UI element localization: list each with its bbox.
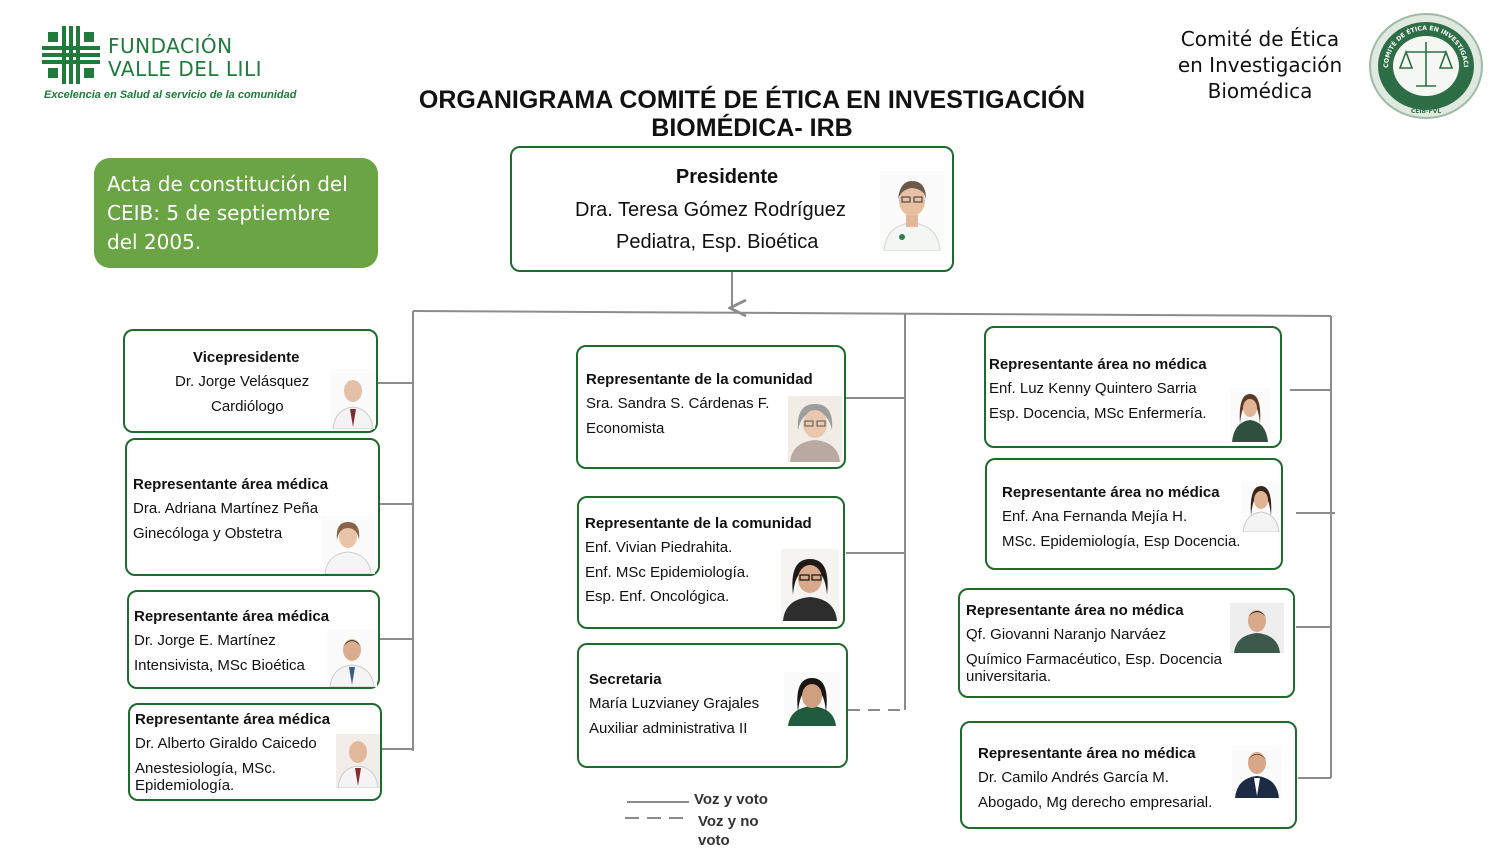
portrait-photo	[784, 672, 840, 726]
acta-line: Acta de constitución del	[107, 172, 348, 196]
non-medical-rep-card: Representante área no médica Dr. Camilo …	[960, 721, 1297, 829]
card-detail: universitaria.	[966, 668, 1052, 685]
card-detail: Enf. MSc Epidemiología.	[585, 564, 750, 581]
title-line: ORGANIGRAMA COMITÉ DE ÉTICA EN INVESTIGA…	[418, 86, 1086, 114]
legend-solid-label: Voz y voto	[694, 791, 768, 808]
committee-name-line: Biomédica	[1207, 79, 1313, 103]
president-card: Presidente Dra. Teresa Gómez Rodríguez P…	[510, 146, 954, 272]
portrait-photo	[1230, 388, 1270, 442]
acta-line: CEIB: 5 de septiembre	[107, 201, 331, 225]
title-line: BIOMÉDICA- IRB	[651, 114, 853, 142]
card-role: Representante área médica	[134, 608, 330, 625]
acta-callout: Acta de constitución del CEIB: 5 de sept…	[94, 158, 378, 268]
community-rep-card: Representante de la comunidad Enf. Vivia…	[577, 496, 845, 629]
card-role: Representante de la comunidad	[586, 371, 813, 388]
card-detail: Esp. Enf. Oncológica.	[585, 588, 730, 605]
card-name: Qf. Giovanni Naranjo Narváez	[966, 626, 1167, 643]
card-name: Sra. Sandra S. Cárdenas F.	[586, 395, 770, 412]
card-role: Representante área no médica	[1002, 484, 1220, 501]
card-role: Vicepresidente	[193, 349, 300, 366]
card-name: Enf. Vivian Piedrahita.	[585, 539, 733, 556]
committee-name: Comité de Ética en Investigación Biomédi…	[1160, 26, 1360, 104]
card-name: María Luzvianey Grajales	[589, 695, 760, 712]
card-detail: Abogado, Mg derecho empresarial.	[978, 794, 1213, 811]
card-name: Dra. Adriana Martínez Peña	[133, 500, 319, 517]
card-name: Enf. Ana Fernanda Mejía H.	[1002, 508, 1188, 525]
logo-org-line2: VALLE DEL LILI	[108, 57, 262, 81]
card-name: Dr. Alberto Giraldo Caicedo	[135, 735, 317, 752]
legend-dashed-line-text: Voz y no	[698, 813, 759, 830]
card-detail: Economista	[586, 420, 665, 437]
vicepresident-card: Vicepresidente Dr. Jorge Velásquez Cardi…	[123, 329, 378, 433]
medical-rep-card: Representante área médica Dra. Adriana M…	[125, 438, 380, 576]
community-rep-card: Representante de la comunidad Sra. Sandr…	[576, 345, 846, 469]
portrait-photo	[1232, 746, 1282, 798]
logo-tagline: Excelencia en Salud al servicio de la co…	[44, 89, 297, 101]
portrait-photo	[327, 629, 377, 687]
page-title: ORGANIGRAMA COMITÉ DE ÉTICA EN INVESTIGA…	[340, 86, 1164, 142]
portrait-photo	[336, 734, 380, 788]
card-role: Representante área no médica	[966, 602, 1184, 619]
card-role: Representante área médica	[135, 711, 331, 728]
main-horizontal-line	[412, 310, 1332, 317]
acta-line: del 2005.	[107, 230, 202, 254]
card-detail: Ginecóloga y Obstetra	[133, 525, 283, 542]
card-role: Representante área no médica	[978, 745, 1196, 762]
portrait-photo	[1230, 603, 1284, 653]
medical-rep-card: Representante área médica Dr. Jorge E. M…	[127, 590, 380, 689]
card-detail: Cardiólogo	[211, 398, 284, 415]
card-role: Secretaria	[589, 671, 662, 688]
card-detail: Pediatra, Esp. Bioética	[616, 231, 819, 253]
seal-bottom-text: CEIB-FVL	[1411, 108, 1442, 115]
medical-rep-card: Representante área médica Dr. Alberto Gi…	[128, 703, 382, 801]
portrait-photo	[880, 171, 944, 251]
card-name: Dr. Jorge Velásquez	[175, 373, 310, 390]
card-name: Dr. Jorge E. Martínez	[134, 632, 276, 649]
card-name: Dra. Teresa Gómez Rodríguez	[575, 199, 846, 221]
fvl-logo: FUNDACIÓN VALLE DEL LILI Excelencia en S…	[40, 26, 300, 106]
card-detail: Esp. Docencia, MSc Enfermería.	[989, 405, 1207, 422]
card-role: Representante área no médica	[989, 356, 1207, 373]
card-name: Dr. Camilo Andrés García M.	[978, 769, 1169, 786]
portrait-photo	[788, 396, 842, 462]
card-detail: Auxiliar administrativa II	[589, 720, 748, 737]
cross-logo-icon	[42, 26, 100, 84]
portrait-photo	[331, 369, 375, 429]
legend-dashed-label: Voz y no voto	[698, 812, 759, 850]
logo-org-line1: FUNDACIÓN	[108, 34, 233, 58]
non-medical-rep-card: Representante área no médica Enf. Luz Ke…	[984, 326, 1282, 448]
portrait-photo	[1241, 482, 1281, 532]
card-detail: Intensivista, MSc Bioética	[134, 657, 305, 674]
card-detail: Anestesiología, MSc.	[135, 760, 276, 777]
card-name: Enf. Luz Kenny Quintero Sarria	[989, 380, 1197, 397]
card-role: Representante de la comunidad	[585, 515, 812, 532]
portrait-photo	[781, 549, 839, 621]
card-role: Representante área médica	[133, 476, 329, 493]
portrait-photo	[321, 516, 375, 574]
non-medical-rep-card: Representante área no médica Enf. Ana Fe…	[985, 458, 1283, 570]
committee-name-line: Comité de Ética	[1180, 27, 1340, 51]
committee-seal-icon: COMITÉ DE ÉTICA EN INVESTIGACIÓN BIOMÉDI…	[1368, 12, 1483, 119]
card-detail: Epidemiología.	[135, 777, 235, 794]
secretary-card: Secretaria María Luzvianey Grajales Auxi…	[577, 643, 848, 768]
non-medical-rep-card: Representante área no médica Qf. Giovann…	[958, 588, 1295, 698]
committee-name-line: en Investigación	[1177, 53, 1343, 77]
card-detail: Químico Farmacéutico, Esp. Docencia	[966, 651, 1222, 668]
card-role: Presidente	[675, 166, 779, 188]
card-detail: MSc. Epidemiología, Esp Docencia.	[1002, 533, 1241, 550]
legend-dashed-line-text: voto	[698, 832, 730, 849]
